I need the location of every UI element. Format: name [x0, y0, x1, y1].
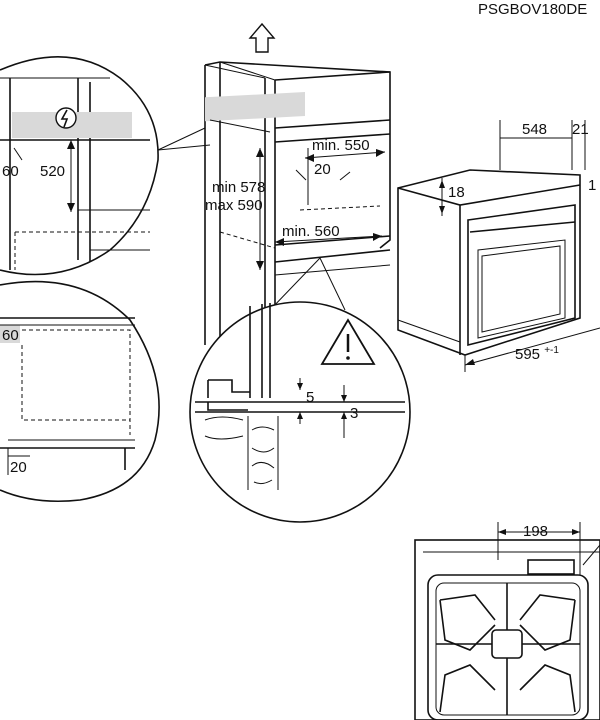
dim-60-lower: 60: [2, 327, 19, 344]
dim-198: 198: [523, 523, 548, 540]
dim-595: 595 +-1: [515, 345, 559, 363]
dim-20-lower: 20: [10, 459, 27, 476]
electric-hazard-icon: [55, 107, 77, 129]
dim-20-upper: 20: [314, 161, 331, 178]
dim-595-tolerance: +-1: [544, 345, 559, 356]
model-code: PSGBOV180DE: [478, 1, 587, 18]
dim-min-550: min. 550: [312, 137, 370, 154]
dim-5: 5: [306, 389, 314, 406]
dim-548: 548: [522, 121, 547, 138]
top-view-drawing: 198: [414, 522, 600, 720]
dim-21: 21: [572, 121, 589, 138]
wood-section: [204, 416, 279, 490]
dim-3: 3: [350, 405, 358, 422]
upper-left-detail: 520 60: [0, 56, 159, 276]
dim-max-590: max 590: [205, 197, 263, 214]
dim-min-560: min. 560: [282, 223, 340, 240]
oven-drawing: 548 21 1 18 595 +-1: [397, 120, 600, 372]
up-arrow-icon: [248, 22, 276, 53]
dim-min-578: min 578: [212, 179, 265, 196]
lower-left-detail: 60 20: [0, 280, 160, 503]
cabinet-drawing: min 578 max 590 min. 550 20 min. 560: [157, 22, 391, 350]
dim-18: 18: [448, 184, 465, 201]
dim-595-value: 595: [515, 346, 540, 363]
dim-60-upper: 60: [2, 163, 19, 180]
dim-1-partial: 1: [588, 177, 596, 194]
warning-triangle-icon: [320, 318, 376, 365]
bottom-center-detail: 5 3: [189, 301, 411, 523]
dim-520: 520: [40, 163, 65, 180]
